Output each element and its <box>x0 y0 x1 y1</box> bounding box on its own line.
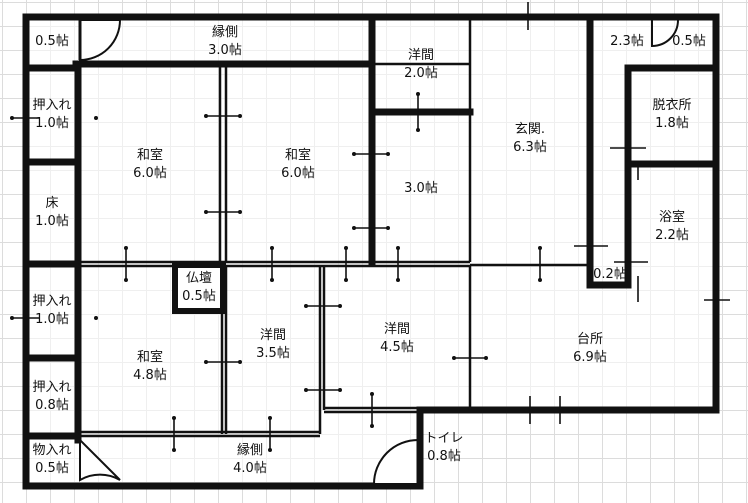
swing-doors <box>79 19 679 485</box>
door-swing-top-left <box>79 19 122 62</box>
opening-dots <box>10 92 542 452</box>
walls <box>22 13 720 490</box>
door-swing-bottom-left <box>79 437 121 482</box>
opening-marks <box>12 2 730 450</box>
door-swing-top-right <box>651 19 679 48</box>
partitions <box>78 17 590 438</box>
butsudan-box <box>172 262 226 314</box>
